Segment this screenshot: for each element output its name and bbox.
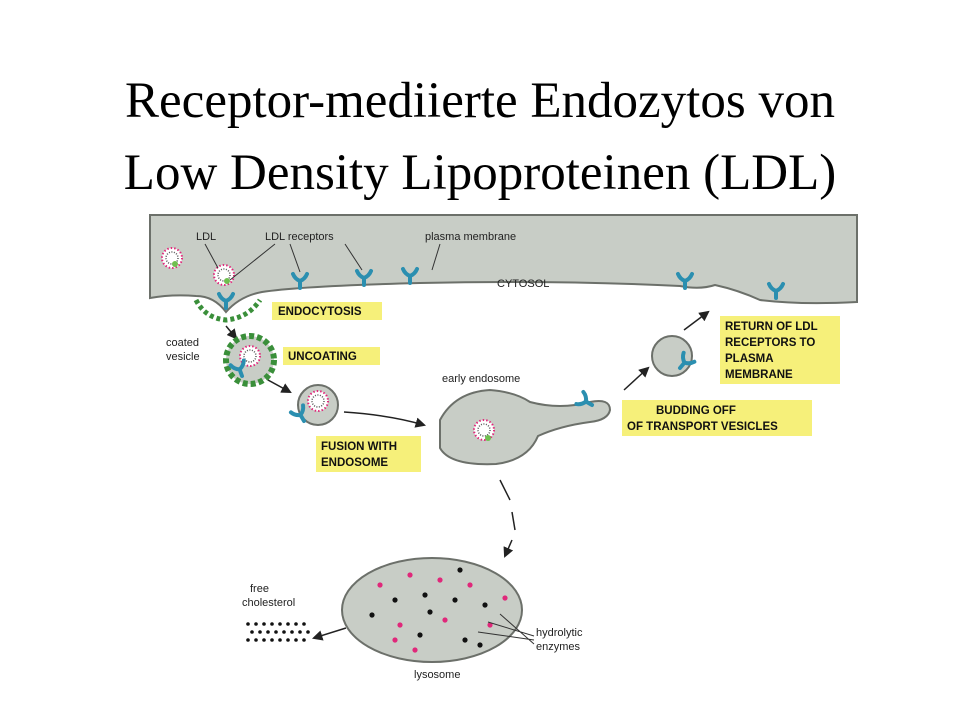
step-fusion-1: FUSION WITH (321, 441, 397, 453)
step-fusion-2: ENDOSOME (321, 457, 388, 469)
label-ldl: LDL (196, 231, 216, 243)
free-cholesterol-dot (286, 622, 290, 626)
label-coated: coated (166, 337, 199, 349)
enzyme-dot (407, 572, 413, 578)
free-cholesterol-dot (250, 630, 254, 634)
free-cholesterol-dot (258, 630, 262, 634)
enzyme-dot (502, 595, 508, 601)
free-cholesterol-dot (306, 630, 310, 634)
free-cholesterol-dot (286, 638, 290, 642)
free-cholesterol-dot (278, 638, 282, 642)
step-return-box (720, 316, 840, 384)
uncoated-vesicle (288, 384, 339, 427)
label-early-endosome: early endosome (442, 373, 520, 385)
label-enzymes: enzymes (536, 641, 581, 653)
cholesterol-dot (422, 592, 428, 598)
plasma-membrane (149, 214, 858, 314)
lysosome (341, 557, 523, 663)
free-cholesterol-dot (294, 622, 298, 626)
step-fusion-box (316, 436, 421, 472)
enzyme-dot (442, 617, 448, 623)
free-cholesterol-dot (282, 630, 286, 634)
step-return-3: PLASMA (725, 353, 774, 365)
label-ldl-receptors: LDL receptors (265, 231, 334, 243)
step-return-2: RECEPTORS TO (725, 337, 815, 349)
coated-vesicle (223, 333, 277, 387)
step-budding-1: BUDDING OFF (656, 405, 736, 417)
pointer-lines (204, 243, 441, 281)
step-endocytosis: ENDOCYTOSIS (278, 306, 362, 318)
ldl-particle (213, 264, 235, 286)
free-cholesterol-dot (302, 622, 306, 626)
free-cholesterol-dot (262, 638, 266, 642)
title-line-2: Low Density Lipoproteinen (LDL) (123, 145, 837, 201)
free-cholesterol-dot (294, 638, 298, 642)
free-cholesterol-dot (266, 630, 270, 634)
step-uncoating-box (283, 347, 380, 365)
free-cholesterol-dot (254, 638, 258, 642)
cholesterol-dot (482, 602, 488, 608)
label-vesicle: vesicle (166, 351, 200, 363)
arrow-to-coated-vesicle (225, 325, 238, 340)
label-plasma-membrane: plasma membrane (425, 231, 516, 243)
arrow-to-membrane (683, 310, 710, 331)
ldl-particle-endosome (473, 419, 495, 441)
cholesterol-dot (477, 642, 483, 648)
free-cholesterol-dot (270, 638, 274, 642)
free-cholesterol-dot (298, 630, 302, 634)
enzyme-dot (467, 582, 473, 588)
transport-vesicle (651, 335, 697, 377)
title-line-1: Receptor-mediierte Endozytos von (125, 73, 835, 129)
enzyme-dot (487, 622, 493, 628)
free-cholesterol-dot (270, 622, 274, 626)
arrow-to-lysosome (500, 479, 516, 556)
free-cholesterol-dot (246, 622, 250, 626)
cholesterol-dot (369, 612, 375, 618)
free-cholesterol-dot (278, 622, 282, 626)
free-cholesterol-dot (262, 622, 266, 626)
label-cholesterol: cholesterol (242, 597, 295, 609)
label-lysosome: lysosome (414, 669, 460, 681)
step-budding-2: OF TRANSPORT VESICLES (627, 421, 778, 433)
label-cytosol: CYTOSOL (497, 278, 549, 290)
cholesterol-dot (462, 637, 468, 643)
cholesterol-dot (457, 567, 463, 573)
free-cholesterol-dot (254, 622, 258, 626)
enzyme-dot (397, 622, 403, 628)
step-return-4: MEMBRANE (725, 369, 793, 381)
free-cholesterol-dots (246, 622, 310, 642)
enzyme-dot (412, 647, 418, 653)
enzyme-dot (377, 582, 383, 588)
step-endocytosis-box (272, 302, 382, 320)
free-cholesterol-dot (246, 638, 250, 642)
enzyme-dot (437, 577, 443, 583)
cholesterol-dot (427, 609, 433, 615)
free-cholesterol-dot (274, 630, 278, 634)
label-free: free (250, 583, 269, 595)
step-return-1: RETURN OF LDL (725, 321, 818, 333)
clathrin-coat (193, 298, 263, 323)
step-budding-box (622, 400, 812, 436)
arrow-to-transport-vesicle (623, 366, 650, 391)
lysosome-contents (369, 567, 508, 653)
arrow-to-endosome (343, 411, 427, 428)
cholesterol-dot (452, 597, 458, 603)
cholesterol-dot (392, 597, 398, 603)
free-cholesterol-dot (302, 638, 306, 642)
ldl-particle (161, 247, 183, 269)
pointer-enzymes (477, 613, 535, 645)
free-cholesterol-dot (290, 630, 294, 634)
cholesterol-dot (417, 632, 423, 638)
arrow-to-free-cholesterol (311, 627, 347, 641)
step-uncoating: UNCOATING (288, 351, 357, 363)
label-hydrolytic: hydrolytic (536, 627, 583, 639)
early-endosome (439, 388, 612, 466)
arrow-to-uncoated (267, 379, 292, 394)
enzyme-dot (392, 637, 398, 643)
